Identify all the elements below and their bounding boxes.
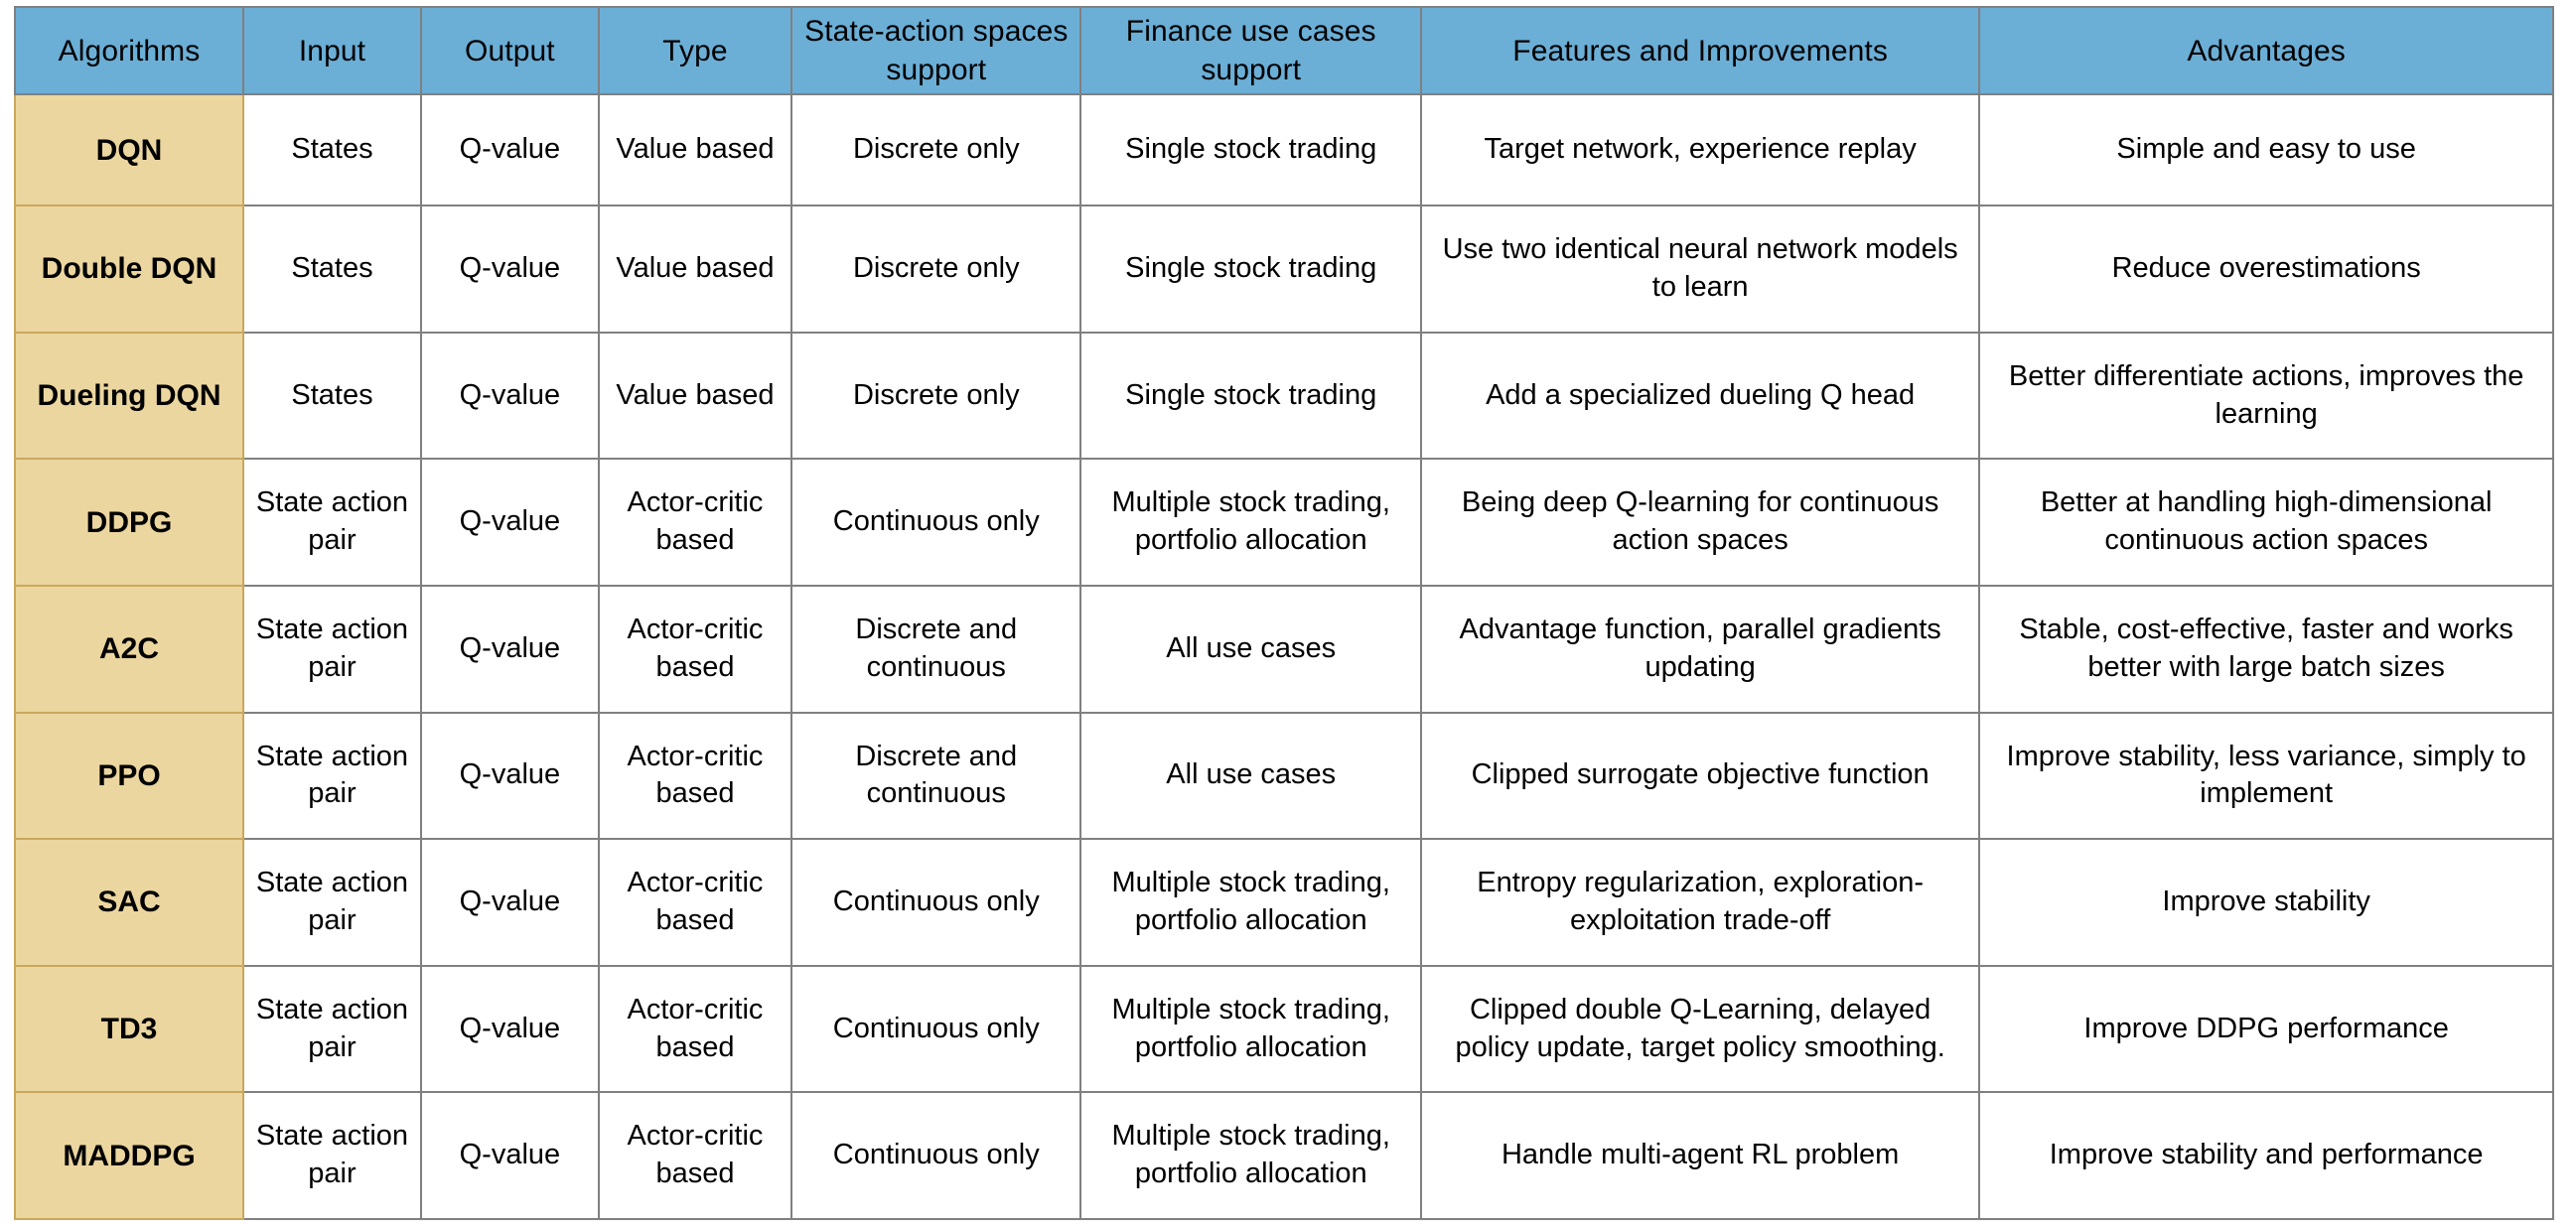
cell-finance-use-cases: All use cases xyxy=(1079,584,1422,714)
cell-state-action-spaces: Discrete only xyxy=(790,331,1082,461)
cell-type: Value based xyxy=(597,92,793,207)
cell-state-action-spaces: Discrete and continuous xyxy=(790,584,1082,714)
table-header: Algorithms Input Output Type State-actio… xyxy=(13,6,2554,95)
column-header-features: Features and Improvements xyxy=(1419,6,1981,95)
cell-advantages: Improve DDPG performance xyxy=(1978,964,2554,1094)
table-row: MADDPG State action pair Q-value Actor-c… xyxy=(13,1091,2554,1220)
cell-finance-use-cases: Multiple stock trading, portfolio alloca… xyxy=(1079,458,1422,587)
cell-finance-use-cases: Multiple stock trading, portfolio alloca… xyxy=(1079,1091,1422,1220)
cell-state-action-spaces: Discrete only xyxy=(790,205,1082,334)
cell-finance-use-cases: Multiple stock trading, portfolio alloca… xyxy=(1079,964,1422,1094)
cell-algorithm: DQN xyxy=(13,92,245,207)
cell-features: Target network, experience replay xyxy=(1419,92,1981,207)
cell-output: Q-value xyxy=(419,964,600,1094)
column-header-state-action: State-action spaces support xyxy=(790,6,1082,95)
cell-state-action-spaces: Discrete and continuous xyxy=(790,711,1082,841)
cell-state-action-spaces: Continuous only xyxy=(790,1091,1082,1220)
cell-algorithm: SAC xyxy=(13,838,245,967)
column-header-output: Output xyxy=(419,6,600,95)
cell-algorithm: Double DQN xyxy=(13,205,245,334)
cell-finance-use-cases: Multiple stock trading, portfolio alloca… xyxy=(1079,838,1422,967)
cell-input: State action pair xyxy=(242,711,422,841)
cell-input: States xyxy=(242,92,422,207)
cell-type: Value based xyxy=(597,205,793,334)
cell-advantages: Improve stability xyxy=(1978,838,2554,967)
table-row: Double DQN States Q-value Value based Di… xyxy=(13,205,2554,334)
header-row: Algorithms Input Output Type State-actio… xyxy=(13,6,2554,95)
table-row: TD3 State action pair Q-value Actor-crit… xyxy=(13,964,2554,1094)
cell-output: Q-value xyxy=(419,458,600,587)
cell-output: Q-value xyxy=(419,331,600,461)
cell-algorithm: A2C xyxy=(13,584,245,714)
cell-algorithm: PPO xyxy=(13,711,245,841)
cell-input: State action pair xyxy=(242,458,422,587)
table-row: A2C State action pair Q-value Actor-crit… xyxy=(13,584,2554,714)
column-header-type: Type xyxy=(597,6,793,95)
cell-type: Actor-critic based xyxy=(597,838,793,967)
cell-finance-use-cases: Single stock trading xyxy=(1079,92,1422,207)
table-row: PPO State action pair Q-value Actor-crit… xyxy=(13,711,2554,841)
cell-advantages: Better at handling high-dimensional cont… xyxy=(1978,458,2554,587)
cell-type: Actor-critic based xyxy=(597,1091,793,1220)
table-row: SAC State action pair Q-value Actor-crit… xyxy=(13,838,2554,967)
cell-input: States xyxy=(242,331,422,461)
cell-advantages: Improve stability and performance xyxy=(1978,1091,2554,1220)
cell-state-action-spaces: Continuous only xyxy=(790,838,1082,967)
table-body: DQN States Q-value Value based Discrete … xyxy=(13,92,2554,1220)
cell-advantages: Simple and easy to use xyxy=(1978,92,2554,207)
cell-advantages: Reduce overestimations xyxy=(1978,205,2554,334)
cell-finance-use-cases: All use cases xyxy=(1079,711,1422,841)
cell-input: State action pair xyxy=(242,838,422,967)
cell-algorithm: TD3 xyxy=(13,964,245,1094)
cell-advantages: Improve stability, less variance, simply… xyxy=(1978,711,2554,841)
cell-features: Advantage function, parallel gradients u… xyxy=(1419,584,1981,714)
cell-features: Clipped surrogate objective function xyxy=(1419,711,1981,841)
cell-type: Actor-critic based xyxy=(597,711,793,841)
cell-input: State action pair xyxy=(242,1091,422,1220)
cell-output: Q-value xyxy=(419,711,600,841)
cell-algorithm: DDPG xyxy=(13,458,245,587)
cell-features: Add a specialized dueling Q head xyxy=(1419,331,1981,461)
cell-features: Handle multi-agent RL problem xyxy=(1419,1091,1981,1220)
cell-state-action-spaces: Continuous only xyxy=(790,458,1082,587)
cell-features: Being deep Q-learning for continuous act… xyxy=(1419,458,1981,587)
table-row: DDPG State action pair Q-value Actor-cri… xyxy=(13,458,2554,587)
cell-type: Actor-critic based xyxy=(597,964,793,1094)
table-row: Dueling DQN States Q-value Value based D… xyxy=(13,331,2554,461)
cell-algorithm: MADDPG xyxy=(13,1091,245,1220)
cell-output: Q-value xyxy=(419,584,600,714)
cell-output: Q-value xyxy=(419,205,600,334)
cell-finance-use-cases: Single stock trading xyxy=(1079,331,1422,461)
column-header-algorithms: Algorithms xyxy=(13,6,245,95)
cell-input: State action pair xyxy=(242,584,422,714)
table-row: DQN States Q-value Value based Discrete … xyxy=(13,92,2554,207)
cell-features: Entropy regularization, exploration-expl… xyxy=(1419,838,1981,967)
cell-output: Q-value xyxy=(419,92,600,207)
cell-advantages: Better differentiate actions, improves t… xyxy=(1978,331,2554,461)
algorithms-comparison-table: Algorithms Input Output Type State-actio… xyxy=(13,6,2554,1220)
cell-state-action-spaces: Continuous only xyxy=(790,964,1082,1094)
cell-output: Q-value xyxy=(419,838,600,967)
cell-input: States xyxy=(242,205,422,334)
cell-advantages: Stable, cost-effective, faster and works… xyxy=(1978,584,2554,714)
cell-output: Q-value xyxy=(419,1091,600,1220)
cell-features: Use two identical neural network models … xyxy=(1419,205,1981,334)
cell-features: Clipped double Q-Learning, delayed polic… xyxy=(1419,964,1981,1094)
cell-algorithm: Dueling DQN xyxy=(13,331,245,461)
cell-type: Actor-critic based xyxy=(597,584,793,714)
column-header-finance: Finance use cases support xyxy=(1079,6,1422,95)
cell-input: State action pair xyxy=(242,964,422,1094)
cell-type: Actor-critic based xyxy=(597,458,793,587)
cell-finance-use-cases: Single stock trading xyxy=(1079,205,1422,334)
column-header-input: Input xyxy=(242,6,422,95)
cell-state-action-spaces: Discrete only xyxy=(790,92,1082,207)
column-header-advantages: Advantages xyxy=(1978,6,2554,95)
cell-type: Value based xyxy=(597,331,793,461)
